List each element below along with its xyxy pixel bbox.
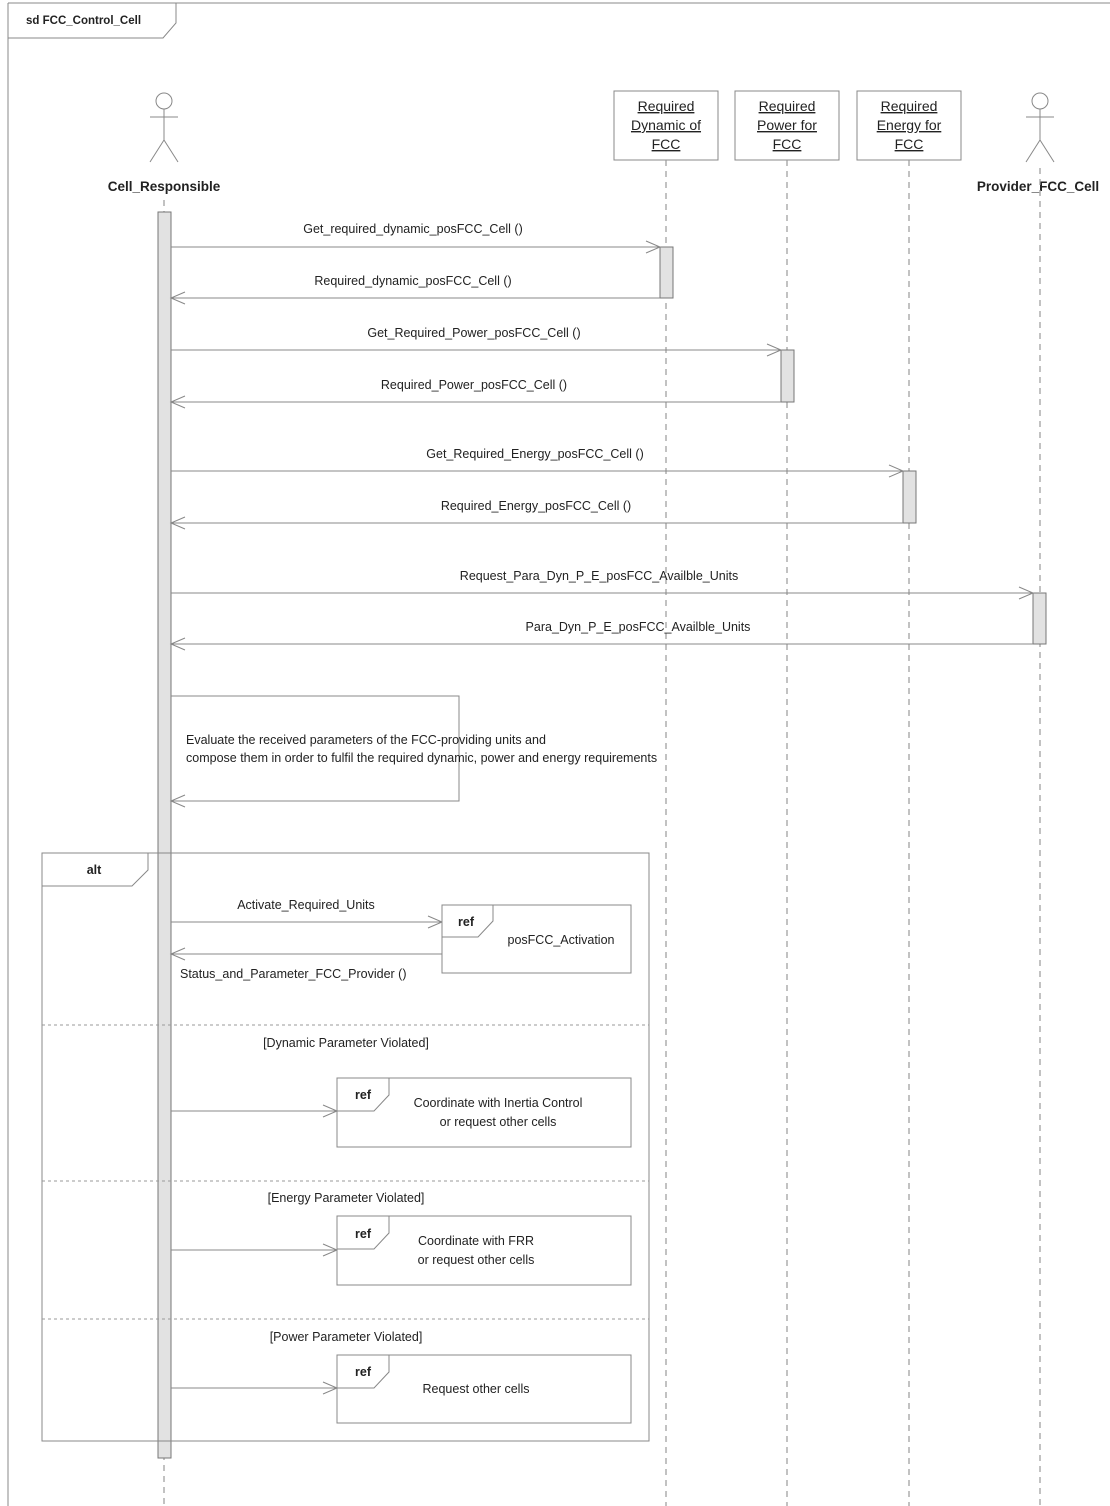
guard-label: [Power Parameter Violated]: [270, 1330, 423, 1344]
actor-cell-responsible: Cell_Responsible: [108, 92, 221, 194]
message-request-para: Request_Para_Dyn_P_E_posFCC_Availble_Uni…: [171, 569, 1035, 600]
self-message-line: Evaluate the received parameters of the …: [186, 733, 546, 747]
ref-label-line: or request other cells: [440, 1115, 557, 1129]
message-label: Required_Power_posFCC_Cell (): [381, 378, 567, 392]
message-label: Required_Energy_posFCC_Cell (): [441, 499, 631, 513]
message-label: Get_required_dynamic_posFCC_Cell (): [303, 222, 523, 236]
object-label-line: FCC: [895, 136, 924, 152]
actor-provider-fcc-cell: Provider_FCC_Cell: [977, 92, 1099, 194]
object-label-line: Required: [759, 98, 816, 114]
object-label-line: FCC: [773, 136, 802, 152]
ref-tag: ref: [355, 1088, 372, 1102]
ref-frame-request-other: ref Request other cells: [336, 1354, 632, 1424]
guard-label: [Dynamic Parameter Violated]: [263, 1036, 429, 1050]
ref-label-line: Coordinate with FRR: [418, 1234, 534, 1248]
ref-label-line: or request other cells: [418, 1253, 535, 1267]
ref-frame-inertia: ref Coordinate with Inertia Control or r…: [336, 1077, 632, 1148]
object-label-line: Required: [638, 98, 695, 114]
activation-bar-required-power: [780, 349, 795, 403]
object-label-line: FCC: [652, 136, 681, 152]
message-para-reply: Para_Dyn_P_E_posFCC_Availble_Units: [169, 620, 1033, 651]
ref-frame-frr: ref Coordinate with FRR or request other…: [336, 1215, 632, 1286]
object-label-line: Dynamic of: [631, 117, 701, 133]
message-label: Required_dynamic_posFCC_Cell (): [314, 274, 511, 288]
actor-name: Provider_FCC_Cell: [977, 179, 1099, 194]
object-label-line: Energy for: [877, 117, 942, 133]
alt-label: alt: [87, 863, 102, 877]
self-message-evaluate: Evaluate the received parameters of the …: [169, 695, 657, 808]
stick-figure-icon: [1025, 92, 1055, 163]
alt-fragment: alt Activate_Required_Units Status_and_P…: [41, 852, 650, 1442]
activation-bar-required-energy: [902, 470, 917, 524]
object-label-line: Power for: [757, 117, 817, 133]
alt-operand-dynamic-violated: [Dynamic Parameter Violated] ref Coordin…: [171, 1036, 632, 1148]
frame-title: sd FCC_Control_Cell: [26, 15, 141, 27]
message-label: Request_Para_Dyn_P_E_posFCC_Availble_Uni…: [460, 569, 738, 583]
activation-bar-cell-responsible: [157, 211, 172, 1459]
message-get-required-dynamic: Get_required_dynamic_posFCC_Cell (): [171, 222, 662, 254]
ref-label-line: Request other cells: [422, 1382, 529, 1396]
alt-operand-activation: Activate_Required_Units Status_and_Param…: [169, 898, 632, 981]
message-label: Para_Dyn_P_E_posFCC_Availble_Units: [526, 620, 751, 634]
message-label: Status_and_Parameter_FCC_Provider (): [180, 967, 407, 981]
alt-operand-energy-violated: [Energy Parameter Violated] ref Coordina…: [171, 1191, 632, 1286]
diagram-frame: sd FCC_Control_Cell: [7, 2, 1110, 1506]
stick-figure-icon: [149, 92, 179, 163]
alt-operand-power-violated: [Power Parameter Violated] ref Request o…: [171, 1330, 632, 1424]
ref-tag: ref: [355, 1227, 372, 1241]
ref-tag: ref: [355, 1365, 372, 1379]
message-required-power-reply: Required_Power_posFCC_Cell (): [169, 378, 781, 409]
message-label: Get_Required_Energy_posFCC_Cell (): [426, 447, 643, 461]
ref-label-line: Coordinate with Inertia Control: [414, 1096, 583, 1110]
self-message-line: compose them in order to fulfil the requ…: [186, 751, 657, 765]
message-get-required-power: Get_Required_Power_posFCC_Cell (): [171, 326, 783, 357]
message-get-required-energy: Get_Required_Energy_posFCC_Cell (): [171, 447, 905, 478]
ref-tag: ref: [458, 915, 475, 929]
object-required-energy: Required Energy for FCC: [856, 90, 962, 161]
guard-label: [Energy Parameter Violated]: [268, 1191, 425, 1205]
object-label-line: Required: [881, 98, 938, 114]
activation-bar-required-dynamic: [659, 246, 674, 299]
message-label: Get_Required_Power_posFCC_Cell (): [367, 326, 580, 340]
actor-name: Cell_Responsible: [108, 179, 221, 194]
ref-label-line: posFCC_Activation: [508, 933, 615, 947]
message-required-energy-reply: Required_Energy_posFCC_Cell (): [169, 499, 903, 530]
message-required-dynamic-reply: Required_dynamic_posFCC_Cell (): [169, 274, 660, 305]
object-required-power: Required Power for FCC: [734, 90, 840, 161]
object-required-dynamic: Required Dynamic of FCC: [613, 90, 719, 161]
message-label: Activate_Required_Units: [237, 898, 375, 912]
ref-frame-activation: ref posFCC_Activation: [441, 904, 632, 974]
activation-bar-provider-fcc-cell: [1032, 592, 1047, 645]
